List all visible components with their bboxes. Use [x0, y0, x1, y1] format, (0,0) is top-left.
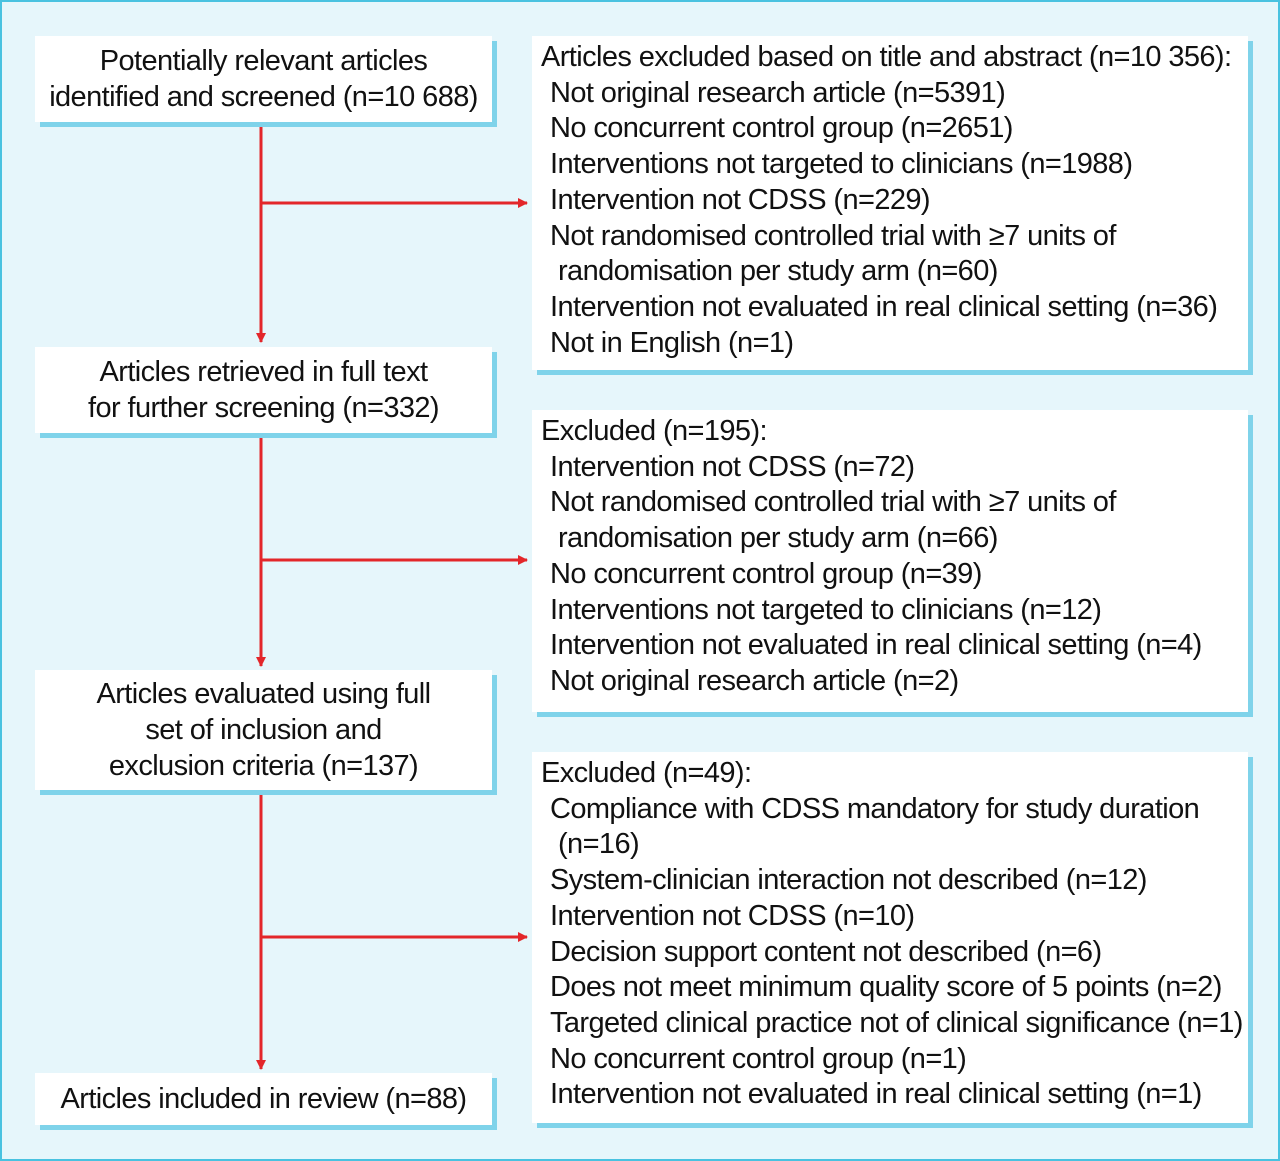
included-box: Articles included in review (n=88) — [35, 1073, 492, 1125]
evaluated-line-2: set of inclusion and — [145, 714, 382, 746]
exclusion-item: Interventions not targeted to clinicians… — [550, 593, 1102, 626]
retrieved-box: Articles retrieved in full text for furt… — [35, 347, 492, 433]
exclusion-item: Intervention not CDSS (n=10) — [550, 899, 915, 932]
exclusion-item: Not in English (n=1) — [550, 326, 794, 359]
exclusion-item: System-clinician interaction not describ… — [550, 864, 1147, 897]
exclusion-item: Decision support content not described (… — [550, 935, 1102, 968]
exclusion-box-3: Excluded (n=49): Compliance with CDSS ma… — [532, 752, 1248, 1123]
exclusion-item: Compliance with CDSS mandatory for study… — [550, 792, 1200, 825]
exclusion-box-1: Articles excluded based on title and abs… — [532, 36, 1248, 370]
exclusion-item: Intervention not evaluated in real clini… — [550, 629, 1202, 662]
exclusion-1-list: Not original research article (n=5391)No… — [541, 76, 1248, 362]
exclusion-item: No concurrent control group (n=2651) — [550, 112, 1013, 145]
exclusion-2-header: Excluded (n=195): — [541, 415, 768, 447]
exclusion-item: Targeted clinical practice not of clinic… — [550, 1006, 1243, 1039]
retrieved-line-2: for further screening (n=332) — [88, 392, 440, 424]
exclusion-3-header: Excluded (n=49): — [541, 757, 752, 789]
included-line-1: Articles included in review (n=88) — [60, 1083, 468, 1115]
exclusion-3-list: Compliance with CDSS mandatory for study… — [541, 792, 1248, 1113]
exclusion-item: No concurrent control group (n=1) — [550, 1042, 967, 1075]
exclusion-item: Intervention not CDSS (n=229) — [550, 183, 931, 216]
exclusion-item: Not original research article (n=5391) — [550, 76, 1006, 109]
identified-line-1: Potentially relevant articles — [99, 45, 428, 77]
evaluated-box: Articles evaluated using full set of inc… — [35, 670, 492, 790]
exclusion-item: Intervention not evaluated in real clini… — [550, 1078, 1202, 1111]
retrieved-line-1: Articles retrieved in full text — [99, 356, 429, 388]
exclusion-item: Intervention not evaluated in real clini… — [550, 290, 1218, 323]
identified-box: Potentially relevant articles identified… — [35, 36, 492, 122]
identified-line-2: identified and screened (n=10 688) — [49, 81, 478, 113]
exclusion-item-continuation: randomisation per study arm (n=66) — [558, 522, 998, 555]
exclusion-item: Interventions not targeted to clinicians… — [550, 148, 1133, 181]
exclusion-2-list: Intervention not CDSS (n=72)Not randomis… — [541, 450, 1248, 700]
evaluated-line-1: Articles evaluated using full — [96, 678, 431, 710]
exclusion-item-continuation: randomisation per study arm (n=60) — [558, 255, 998, 288]
exclusion-item: Not original research article (n=2) — [550, 664, 959, 697]
exclusion-item: Intervention not CDSS (n=72) — [550, 450, 915, 483]
exclusion-1-header: Articles excluded based on title and abs… — [541, 41, 1232, 73]
exclusion-item: Not randomised controlled trial with ≥7 … — [550, 486, 1116, 519]
exclusion-box-2: Excluded (n=195): Intervention not CDSS … — [532, 410, 1248, 712]
evaluated-line-3: exclusion criteria (n=137) — [108, 750, 419, 782]
exclusion-item: Not randomised controlled trial with ≥7 … — [550, 219, 1116, 252]
exclusion-item-continuation: (n=16) — [558, 828, 640, 861]
exclusion-item: Does not meet minimum quality score of 5… — [550, 971, 1222, 1004]
exclusion-item: No concurrent control group (n=39) — [550, 557, 982, 590]
